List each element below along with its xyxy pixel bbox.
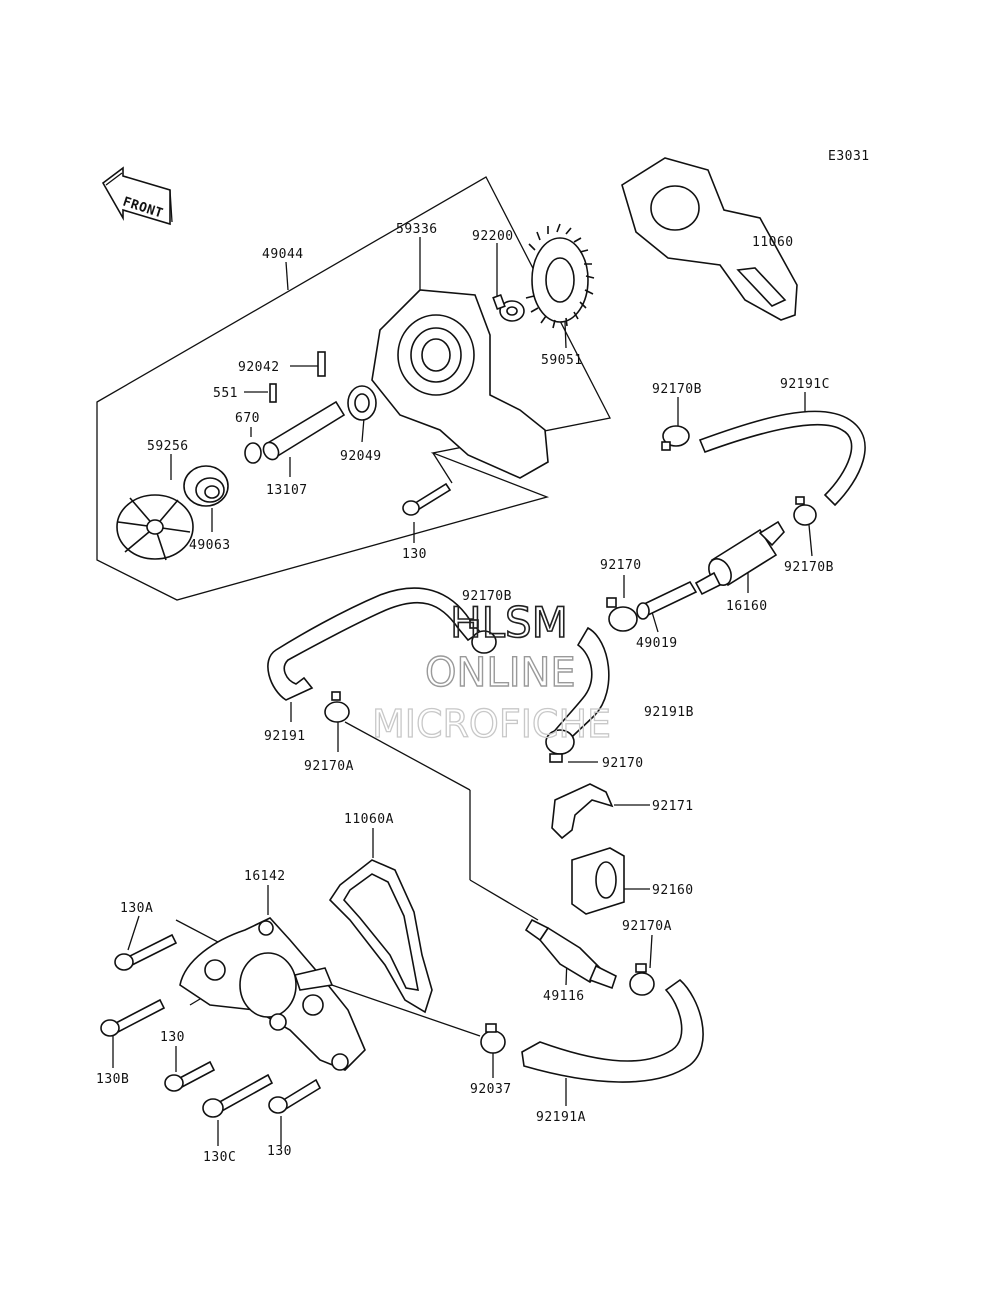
label-11060A: 11060A (344, 812, 394, 827)
bracket-92171 (551, 783, 614, 840)
bolt-130A (114, 933, 178, 971)
label-59256: 59256 (147, 439, 189, 454)
label-130B: 130B (96, 1072, 129, 1087)
label-92160: 92160 (652, 883, 694, 898)
label-130-bottom: 130 (267, 1144, 292, 1159)
gasket-bore (650, 185, 700, 231)
label-13107: 13107 (266, 483, 308, 498)
label-92200: 92200 (472, 229, 514, 244)
label-92170-b: 92170 (602, 756, 644, 771)
label-130C: 130C (203, 1150, 236, 1165)
label-49063: 49063 (189, 538, 231, 553)
watermark-line1: HLSM (450, 598, 568, 647)
impeller-59256 (116, 494, 194, 561)
label-92191B: 92191B (644, 705, 694, 720)
clamp-92170A-left (324, 691, 350, 723)
bolt-130-bottom (268, 1078, 322, 1114)
clamp-92170B-right (793, 496, 817, 526)
label-59336: 59336 (396, 222, 438, 237)
watermark-line3: MICROFICHE (372, 702, 611, 746)
clamp-92170A-right (629, 963, 655, 996)
label-16142: 16142 (244, 869, 286, 884)
label-92191: 92191 (264, 729, 306, 744)
label-11060: 11060 (752, 235, 794, 250)
hose-92191C (698, 410, 866, 507)
label-92170B-top: 92170B (652, 382, 702, 397)
part-labels: 49044 59336 92200 59051 11060 92042 551 … (96, 222, 834, 1165)
clamp-92170-b (545, 729, 575, 763)
label-92049: 92049 (340, 449, 382, 464)
label-49116: 49116 (543, 989, 585, 1004)
label-92191A: 92191A (536, 1110, 586, 1125)
housing-bore (397, 314, 475, 396)
label-551: 551 (213, 386, 238, 401)
label-16160: 16160 (726, 599, 768, 614)
pin-92042 (317, 351, 326, 377)
label-92170B-mid: 92170B (462, 589, 512, 604)
front-arrow-icon: FRONT (101, 166, 173, 226)
cover-16142 (179, 917, 366, 1071)
clamp-92170B-mid (469, 619, 497, 654)
gear-59051 (525, 223, 595, 329)
label-92170A-left: 92170A (304, 759, 354, 774)
label-92171: 92171 (652, 799, 694, 814)
label-59051: 59051 (541, 353, 583, 368)
hose-92191A (521, 978, 704, 1083)
clamp-92170-a (606, 597, 638, 632)
label-92037: 92037 (470, 1082, 512, 1097)
label-130A: 130A (120, 901, 153, 916)
watermark-line2: ONLINE (425, 650, 576, 696)
filter-49116 (524, 918, 617, 990)
label-670: 670 (235, 411, 260, 426)
front-label: FRONT (121, 195, 165, 222)
oring-670 (244, 442, 262, 464)
label-49019: 49019 (636, 636, 678, 651)
bolt-130-top (402, 482, 452, 516)
watermark: HLSM ONLINE MICROFICHE (371, 597, 611, 746)
gasket-11060A (328, 859, 433, 1014)
label-130-top: 130 (402, 547, 427, 562)
label-49044: 49044 (262, 247, 304, 262)
diagram-code: E3031 (828, 149, 870, 164)
clamp-92170B-top (661, 425, 690, 451)
clamp-92037 (480, 1023, 506, 1054)
assembly-outline (96, 176, 611, 601)
bolt-130B (100, 998, 166, 1037)
label-92170B-right: 92170B (784, 560, 834, 575)
bolt-130C (202, 1073, 274, 1118)
label-92042: 92042 (238, 360, 280, 375)
pin-551 (269, 383, 277, 403)
label-92191C: 92191C (780, 377, 830, 392)
label-92170-a: 92170 (600, 558, 642, 573)
filter-16160 (694, 520, 785, 596)
label-130-mid: 130 (160, 1030, 185, 1045)
bolt-130-mid (164, 1060, 216, 1092)
label-92170A-right: 92170A (622, 919, 672, 934)
